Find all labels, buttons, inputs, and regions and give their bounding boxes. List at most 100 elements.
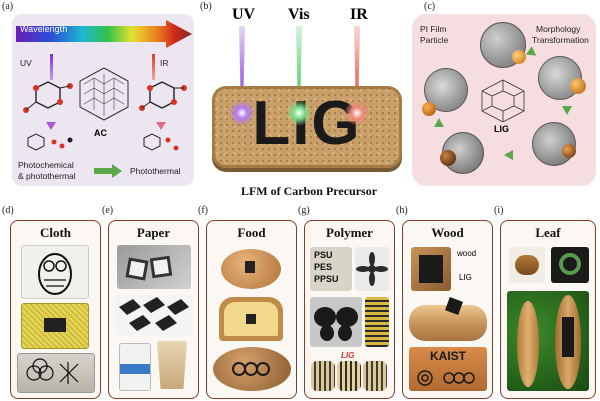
food-bread-mark [246, 314, 256, 324]
cloth-title: Cloth [39, 225, 72, 240]
uv-label-a: UV [20, 58, 32, 68]
panel-label-g: (g) [298, 205, 310, 216]
orange-particle-2 [570, 78, 586, 94]
green-arrowhead-a [112, 164, 122, 178]
panel-label-i: (i) [494, 205, 504, 216]
photochemical-label: Photochemical [18, 160, 74, 170]
ir-glow [344, 100, 370, 126]
ir-label-a: IR [160, 58, 169, 68]
butterfly-icon [314, 307, 358, 341]
cloth-roll-photo [17, 353, 95, 393]
cork-board [212, 86, 402, 168]
pes-label: PES [314, 262, 333, 272]
ppsu-label: PPSU [314, 274, 339, 284]
wood-lig-square [419, 255, 443, 283]
wood-title: Wood [431, 225, 464, 240]
cloth-yellow-device [44, 318, 66, 332]
owl-icon [38, 253, 72, 295]
orange-particle-4 [440, 150, 456, 166]
ac-label: AC [94, 128, 107, 138]
paper-square-2 [149, 255, 173, 279]
food-baked-photo [213, 347, 291, 391]
polymer-flower-photo [355, 247, 389, 291]
wood-block-photo [411, 247, 451, 291]
green-arrow-c3 [504, 150, 513, 160]
panel-label-c: (c) [424, 1, 436, 12]
panel-b-caption: LFM of Carbon Precursor [240, 184, 378, 198]
panel-label-f: (f) [198, 205, 208, 216]
polymer-text-photo: PSU PES PPSU [310, 247, 352, 291]
food-title: Food [237, 225, 266, 240]
fragments-left [27, 133, 73, 151]
wavelength-label: Wavelength [20, 24, 68, 34]
psu-label: PSU [314, 250, 333, 260]
food-baked-pattern [232, 362, 270, 376]
panel-label-b: (b) [200, 1, 212, 12]
panel-label-h: (h) [396, 205, 408, 216]
ir-label-b: IR [350, 6, 368, 23]
leaf-rolled-photo [509, 247, 545, 283]
kaist-label: KAIST [430, 349, 466, 363]
leaf-coil [559, 253, 581, 275]
wavelength-arrow [16, 20, 192, 48]
orange-particle-3 [562, 144, 576, 158]
wood-label: wood [457, 249, 477, 258]
polymer-coil-photo [365, 297, 389, 347]
paper-cup [157, 341, 187, 389]
transformation-label: Transformation [532, 35, 589, 45]
arrow-down-left [46, 122, 56, 130]
milk-carton-band [120, 364, 150, 374]
leaf-roll [515, 255, 539, 275]
green-arrow-c4 [434, 118, 444, 127]
cloth-owl-photo [21, 245, 89, 299]
orange-particle-1 [512, 50, 526, 64]
green-arrow-a [94, 168, 112, 174]
morphology-label: Morphology [536, 24, 581, 34]
cloth-pattern-icon [26, 358, 79, 384]
food-potato-photo [221, 249, 281, 289]
uv-label-b: UV [232, 6, 256, 23]
leaf-boat-circuit [562, 317, 574, 357]
flower-icon [356, 252, 388, 286]
paper-milk-carton [119, 343, 151, 391]
cloth-yellow-photo [21, 303, 89, 349]
orange-particle-5 [422, 102, 436, 116]
food-potato-mark [245, 261, 255, 273]
vis-glow [286, 100, 312, 126]
polymer-gear-3 [363, 361, 387, 391]
leaf-coil-photo [551, 247, 589, 283]
lig-label-c: LIG [494, 124, 509, 134]
leaf-boat-left [517, 301, 539, 387]
vis-label-b: Vis [288, 6, 310, 23]
wood-rod-mark [445, 297, 463, 315]
panel-wood: Wood wood LIG KAIST [402, 220, 493, 399]
panel-c: PI Film Particle Morphology Transformati… [412, 14, 596, 186]
polymer-lig-label: LIG [341, 351, 355, 360]
panel-label-a: (a) [2, 1, 14, 12]
wood-rod-photo [409, 297, 487, 341]
panel-label-e: (e) [102, 205, 114, 216]
paper-title: Paper [136, 225, 171, 240]
wood-lig-label: LIG [459, 273, 472, 282]
particle-label: Particle [420, 35, 449, 45]
pi-film-label: PI Film [420, 24, 447, 34]
polymer-gear-2 [337, 361, 361, 391]
photothermal-label: Photothermal [130, 166, 181, 176]
uv-beam [50, 54, 53, 80]
arrow-down-right [156, 122, 166, 130]
green-arrow-c2 [562, 106, 572, 115]
paper-lattice-pattern [119, 297, 189, 331]
wood-kaist-photo: KAIST [409, 347, 487, 391]
polymer-gear-1 [311, 361, 335, 391]
wood-circuit-pattern [417, 370, 475, 386]
panel-cloth: Cloth [10, 220, 101, 399]
panel-food: Food [206, 220, 297, 399]
polymer-title: Polymer [326, 225, 373, 240]
food-bread-inner [224, 302, 278, 336]
ir-beam [152, 54, 155, 80]
panel-label-d: (d) [2, 205, 14, 216]
molecule-right [139, 81, 187, 111]
paper-lattice-photo [115, 295, 193, 335]
green-arrow-c1 [525, 46, 540, 60]
food-bread-photo [219, 297, 283, 341]
